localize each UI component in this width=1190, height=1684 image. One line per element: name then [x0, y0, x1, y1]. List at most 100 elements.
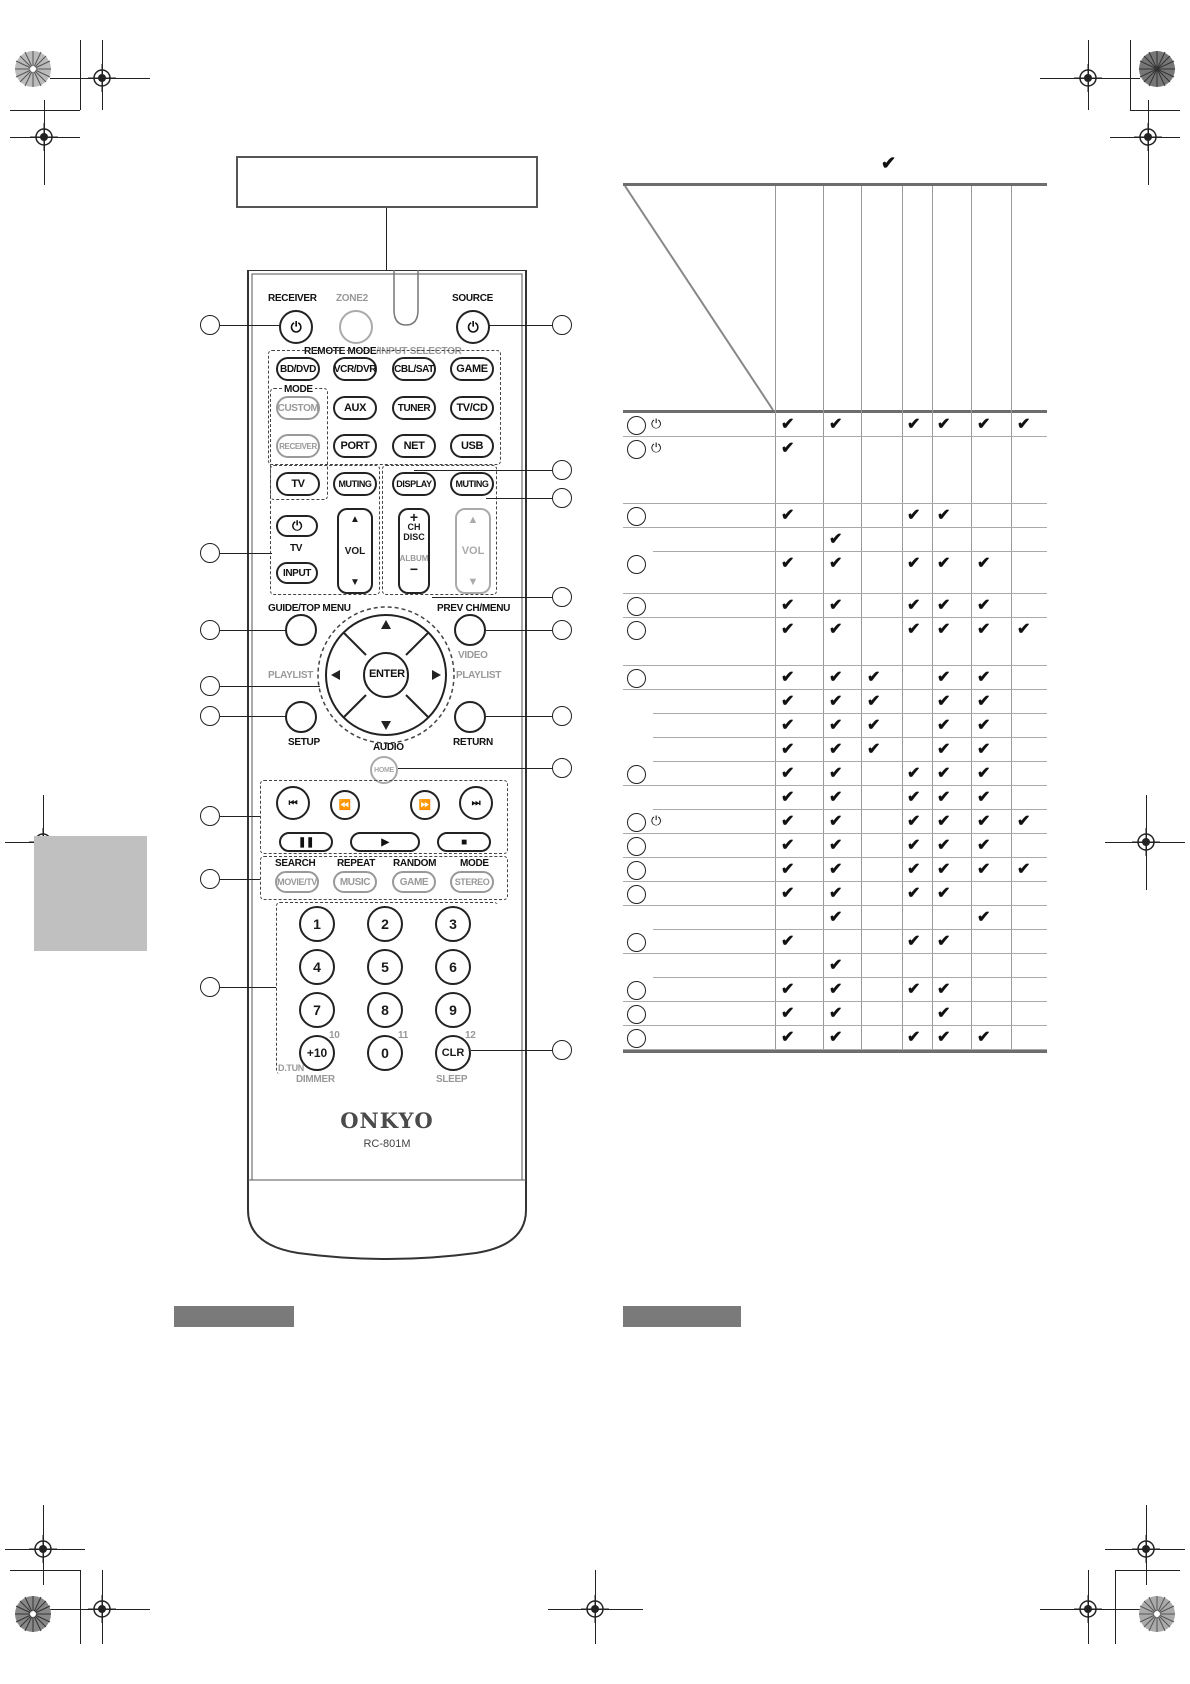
- search-label: SEARCH: [275, 858, 316, 869]
- receiver-power-button[interactable]: ⏻: [279, 310, 313, 344]
- table-top-rule: [623, 183, 1047, 186]
- digit-5-button[interactable]: 5: [367, 949, 403, 985]
- callout-leader: [471, 1050, 552, 1051]
- power-icon: ⏻: [290, 318, 302, 335]
- check-mark-icon: ✔: [977, 1029, 991, 1046]
- check-mark-icon: ✔: [977, 861, 991, 878]
- prev-ch-menu-button[interactable]: [454, 614, 486, 646]
- source-power-button[interactable]: ⏻: [456, 310, 490, 344]
- check-mark-icon: ✔: [781, 621, 795, 638]
- setup-button[interactable]: [285, 701, 317, 733]
- muting-left-button[interactable]: MUTING: [333, 472, 377, 496]
- muting-right-button[interactable]: MUTING: [450, 472, 494, 496]
- ch-disc-rocker[interactable]: + CH DISC ALBUM −: [398, 508, 430, 594]
- plus-10-button[interactable]: +10: [299, 1035, 335, 1071]
- digit-9-button[interactable]: 9: [435, 992, 471, 1028]
- check-mark-icon: ✔: [937, 813, 951, 830]
- row-callout-circle: [627, 837, 646, 856]
- vcr-dvr-button[interactable]: VCR/DVR: [333, 357, 377, 381]
- digit-0-button[interactable]: 0: [367, 1035, 403, 1071]
- check-mark-icon: ✔: [907, 416, 921, 433]
- return-button[interactable]: [454, 701, 486, 733]
- tv-label: TV: [290, 543, 303, 554]
- table-row-rule: [623, 1049, 1047, 1050]
- digit-1-button[interactable]: 1: [299, 906, 335, 942]
- net-button[interactable]: NET: [392, 434, 436, 458]
- rewind-button[interactable]: ⏪: [330, 790, 360, 820]
- digit-4-button[interactable]: 4: [299, 949, 335, 985]
- digit-2-button[interactable]: 2: [367, 906, 403, 942]
- table-diagonal: [624, 186, 774, 411]
- enter-label[interactable]: ENTER: [369, 668, 405, 680]
- check-mark-icon: ✔: [781, 981, 795, 998]
- check-mark-icon: ✔: [781, 789, 795, 806]
- fast-forward-button[interactable]: ⏩: [410, 790, 440, 820]
- tv-power-button[interactable]: ⏻: [276, 515, 318, 537]
- receiver-mode-button[interactable]: RECEIVER: [276, 434, 320, 458]
- check-mark-icon: ✔: [937, 555, 951, 572]
- table-row-rule: [623, 617, 1047, 618]
- check-mark-icon: ✔: [829, 717, 843, 734]
- callout-circle: [200, 977, 220, 997]
- model-number: RC-801M: [363, 1138, 411, 1150]
- setup-label: SETUP: [288, 737, 320, 748]
- play-button[interactable]: ▶: [350, 832, 420, 852]
- row-callout-circle: [627, 765, 646, 784]
- game-mode-button[interactable]: GAME: [392, 871, 436, 893]
- port-button[interactable]: PORT: [333, 434, 377, 458]
- digit-3-button[interactable]: 3: [435, 906, 471, 942]
- home-button[interactable]: HOME: [370, 756, 398, 784]
- stop-button[interactable]: ■: [437, 832, 491, 852]
- dimmer-label: DIMMER: [296, 1074, 335, 1085]
- tuner-button[interactable]: TUNER: [392, 396, 436, 420]
- check-mark-icon: ✔: [977, 765, 991, 782]
- check-mark-icon: ✔: [1017, 416, 1031, 433]
- table-row-rule: [623, 905, 1047, 906]
- cbl-sat-button[interactable]: CBL/SAT: [392, 357, 436, 381]
- bd-dvd-button[interactable]: BD/DVD: [276, 357, 320, 381]
- check-mark-icon: ✔: [977, 813, 991, 830]
- row-callout-circle: [627, 813, 646, 832]
- game-selector-button[interactable]: GAME: [450, 357, 494, 381]
- table-column-rule: [971, 186, 972, 1050]
- zone2-button[interactable]: [339, 310, 373, 344]
- movie-tv-button[interactable]: MOVIE/TV: [275, 871, 319, 893]
- table-row-rule: [653, 737, 1047, 738]
- table-row-rule: [623, 436, 1047, 437]
- table-column-rule: [932, 186, 933, 1050]
- table-row-rule: [623, 503, 1047, 504]
- pause-button[interactable]: ❚❚: [279, 832, 333, 852]
- skip-back-button[interactable]: ⏮: [276, 786, 310, 820]
- check-mark-icon: ✔: [829, 885, 843, 902]
- stereo-button[interactable]: STEREO: [450, 871, 494, 893]
- aux-button[interactable]: AUX: [333, 396, 377, 420]
- row-callout-circle: [627, 1029, 646, 1048]
- tv-mode-button[interactable]: TV: [276, 472, 320, 496]
- display-button[interactable]: DISPLAY: [392, 472, 436, 496]
- digit-6-button[interactable]: 6: [435, 949, 471, 985]
- table-column-rule: [902, 186, 903, 1050]
- ch-minus-label: −: [409, 561, 419, 577]
- remote-mode-group: [268, 350, 501, 465]
- dpad[interactable]: [316, 605, 456, 745]
- custom-button[interactable]: CUSTOM: [276, 396, 320, 420]
- check-mark-icon: ✔: [829, 597, 843, 614]
- music-button[interactable]: MUSIC: [333, 871, 377, 893]
- tv-vol-rocker[interactable]: ▲VOL▼: [337, 508, 373, 594]
- check-mark-icon: ✔: [937, 669, 951, 686]
- skip-forward-button[interactable]: ⏭: [459, 786, 493, 820]
- tv-input-button[interactable]: INPUT: [276, 562, 318, 584]
- power-icon: ⏻: [651, 440, 662, 455]
- tv-cd-button[interactable]: TV/CD: [450, 396, 494, 420]
- clr-button[interactable]: CLR: [435, 1035, 471, 1071]
- check-mark-icon: ✔: [977, 789, 991, 806]
- check-mark-icon: ✔: [781, 555, 795, 572]
- vol-rocker[interactable]: ▲VOL▼: [455, 508, 491, 594]
- zone2-label: ZONE2: [336, 293, 368, 304]
- table-header-rule: [623, 410, 1047, 413]
- check-mark-icon: ✔: [977, 597, 991, 614]
- digit-7-button[interactable]: 7: [299, 992, 335, 1028]
- guide-top-menu-button[interactable]: [285, 614, 317, 646]
- usb-button[interactable]: USB: [450, 434, 494, 458]
- digit-8-button[interactable]: 8: [367, 992, 403, 1028]
